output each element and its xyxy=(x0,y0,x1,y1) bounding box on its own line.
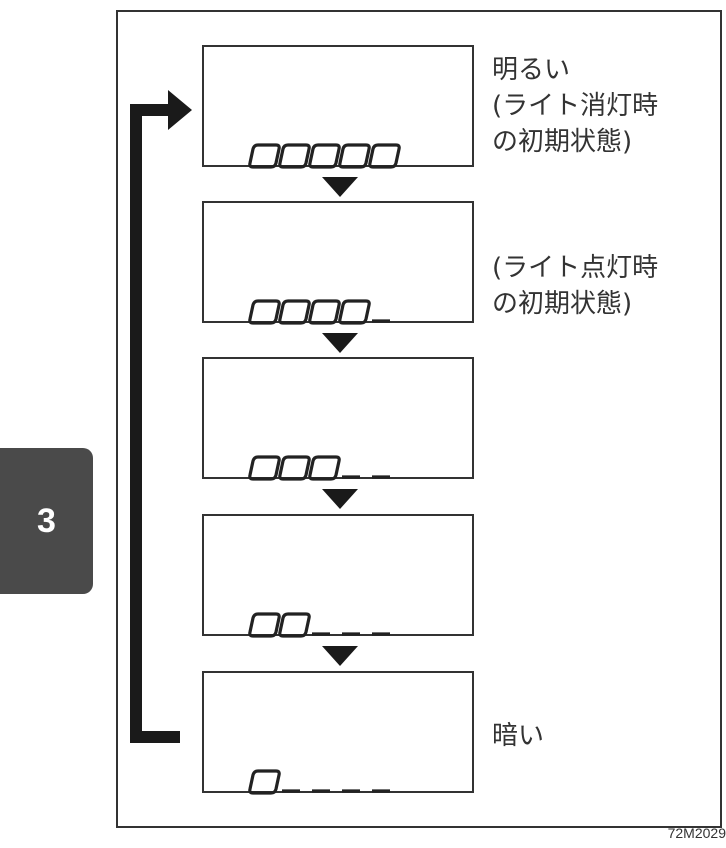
lit-segment xyxy=(278,299,311,325)
lit-segment xyxy=(248,769,281,795)
brightness-indicator xyxy=(248,143,401,169)
display-screen xyxy=(202,671,474,795)
down-arrow-icon xyxy=(322,177,358,197)
chapter-tab: 3 xyxy=(0,448,93,594)
lit-segment xyxy=(278,143,311,169)
display-screen xyxy=(202,45,474,169)
lit-segment xyxy=(278,612,311,638)
screen-label: 暗い xyxy=(492,721,545,751)
down-arrow-icon xyxy=(322,646,358,666)
lit-segment xyxy=(338,299,371,325)
lit-segment xyxy=(248,143,281,169)
brightness-indicator xyxy=(248,455,390,481)
display-screen xyxy=(202,357,474,481)
brightness-indicator xyxy=(248,769,390,795)
lit-segment xyxy=(308,299,341,325)
chapter-number: 3 xyxy=(37,501,56,540)
figure-code: 72M2029 xyxy=(667,825,726,841)
display-screen xyxy=(202,201,474,325)
down-arrow-icon xyxy=(322,333,358,353)
down-arrow-icon xyxy=(322,489,358,509)
lit-segment xyxy=(308,455,341,481)
figure-frame xyxy=(116,10,722,828)
lit-segment xyxy=(248,299,281,325)
lit-segment xyxy=(248,455,281,481)
lit-segment xyxy=(338,143,371,169)
lit-segment xyxy=(248,612,281,638)
lit-segment xyxy=(368,143,401,169)
screen-label: (ライト点灯時 の初期状態) xyxy=(492,253,659,319)
lit-segment xyxy=(278,455,311,481)
brightness-indicator xyxy=(248,612,390,638)
brightness-indicator xyxy=(248,299,390,325)
screen-label: 明るい (ライト消灯時 の初期状態) xyxy=(492,55,659,157)
display-screen xyxy=(202,514,474,638)
lit-segment xyxy=(308,143,341,169)
